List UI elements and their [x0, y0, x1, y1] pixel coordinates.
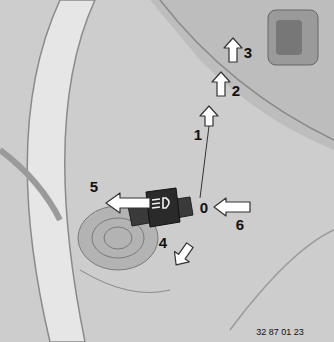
callout-number: 3 [244, 45, 252, 60]
callout-number: 1 [194, 127, 202, 142]
callout-number: 0 [200, 200, 208, 215]
callout-number: 2 [232, 83, 240, 98]
callout-number: 4 [159, 235, 167, 250]
figure-code: 32 87 01 23 [256, 328, 304, 337]
callout-number: 6 [236, 217, 244, 232]
callout-number: 5 [90, 179, 98, 194]
